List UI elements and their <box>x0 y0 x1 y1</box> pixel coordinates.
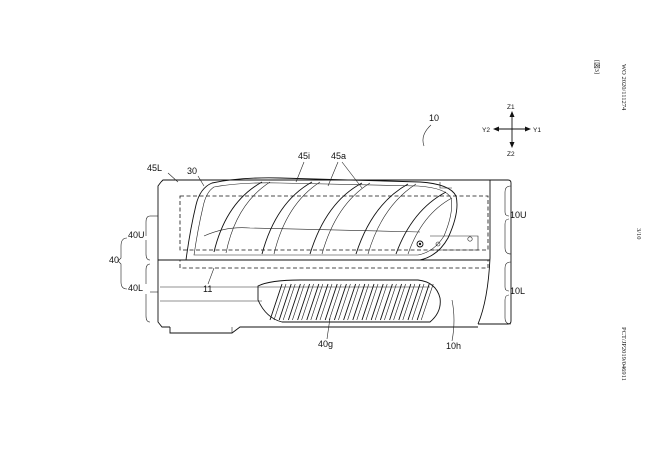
label-40U: 40U <box>128 230 145 240</box>
label-45L: 45L <box>147 163 162 173</box>
lower-grille-slat-edge <box>393 283 406 321</box>
lower-grille-slat <box>416 283 430 321</box>
axis-label-y2: Y2 <box>482 127 490 134</box>
lower-grille-slat-edge <box>310 283 324 321</box>
lower-grille-slat-edge <box>319 283 333 321</box>
label-10L: 10L <box>510 286 525 296</box>
housing-body <box>150 179 512 334</box>
lower-grille-slat <box>297 283 311 321</box>
label-40g: 40g <box>318 339 333 349</box>
lower-grille-slat-edge <box>384 283 397 321</box>
lower-grille-slat-edge <box>402 283 416 321</box>
lower-grille-slat-edge <box>328 283 342 321</box>
label-45i: 45i <box>298 151 310 161</box>
label-10h: 10h <box>446 341 461 351</box>
label-10-group: 10 <box>422 113 439 147</box>
lower-grille-slat <box>343 283 357 321</box>
axis-label-y1: Y1 <box>533 127 541 134</box>
lower-grille-slat-edge <box>420 283 434 321</box>
lower-grille-slat-edge <box>347 283 360 321</box>
lower-grille-slat-edge <box>338 283 351 321</box>
lower-grille-slat <box>407 283 421 321</box>
upper-grille <box>185 177 479 261</box>
lower-grille-slat-edge <box>374 283 388 321</box>
label-11: 11 <box>203 284 212 294</box>
lower-grille-slat <box>333 283 347 321</box>
lower-grille-slat <box>389 283 403 321</box>
page-number: 3/10 <box>635 228 642 240</box>
lower-grille-slat <box>269 283 283 321</box>
axis-label-z2: Z2 <box>507 151 515 158</box>
lower-grille-slats <box>269 283 434 321</box>
label-30: 30 <box>187 166 197 176</box>
lower-grille-slat <box>379 283 393 321</box>
lower-grille-slat-edge <box>365 283 379 321</box>
publication-number: WO 2020/111274 <box>620 64 627 111</box>
lower-grille-slat <box>287 283 301 321</box>
figure-label: [図3] <box>593 60 601 74</box>
axis-cross: Z1 Z2 Y2 Y1 <box>482 104 541 158</box>
region-10U-dashed <box>179 195 489 251</box>
label-45a: 45a <box>331 151 346 161</box>
lower-grille-slat-edge <box>301 283 314 321</box>
lower-grille-slat <box>370 283 384 321</box>
application-number: PCT/JP2019/046911 <box>620 327 627 381</box>
lower-grille-slat <box>352 283 366 321</box>
axis-label-z1: Z1 <box>507 104 515 111</box>
lower-grille-slat <box>398 283 412 321</box>
lower-grille-slat <box>361 283 375 321</box>
region-11-dashed <box>179 259 489 269</box>
lower-grille-slat-edge <box>282 283 296 321</box>
lower-grille-slat <box>306 283 320 321</box>
lower-grille-slat-edge <box>411 283 425 321</box>
label-10U: 10U <box>510 210 527 220</box>
lower-grille-slat <box>278 283 292 321</box>
label-40L: 40L <box>128 283 143 293</box>
label-40: 40 <box>109 255 119 265</box>
lower-grille-slat-edge <box>292 283 305 321</box>
lower-grille-slat <box>324 283 338 321</box>
label-10: 10 <box>429 113 439 123</box>
lower-grille-slat-edge <box>273 283 287 321</box>
lower-grille-slat <box>315 283 329 321</box>
lower-grille <box>257 279 441 323</box>
lower-grille-slat-edge <box>356 283 370 321</box>
